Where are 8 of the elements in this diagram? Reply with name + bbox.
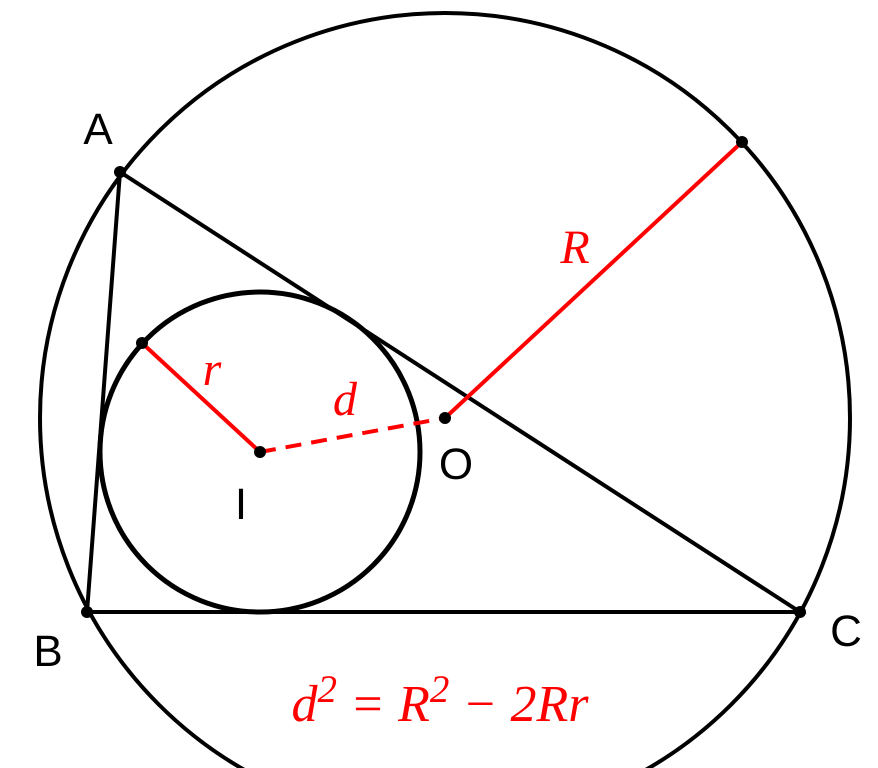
point-label: C (830, 610, 862, 654)
point-label: A (83, 108, 113, 152)
point-label: B (33, 630, 63, 674)
length-label: r (202, 346, 222, 394)
point-label: O (438, 443, 474, 487)
length-label: R (560, 224, 590, 272)
point-label: I (234, 483, 248, 527)
length-label: d (333, 376, 357, 424)
